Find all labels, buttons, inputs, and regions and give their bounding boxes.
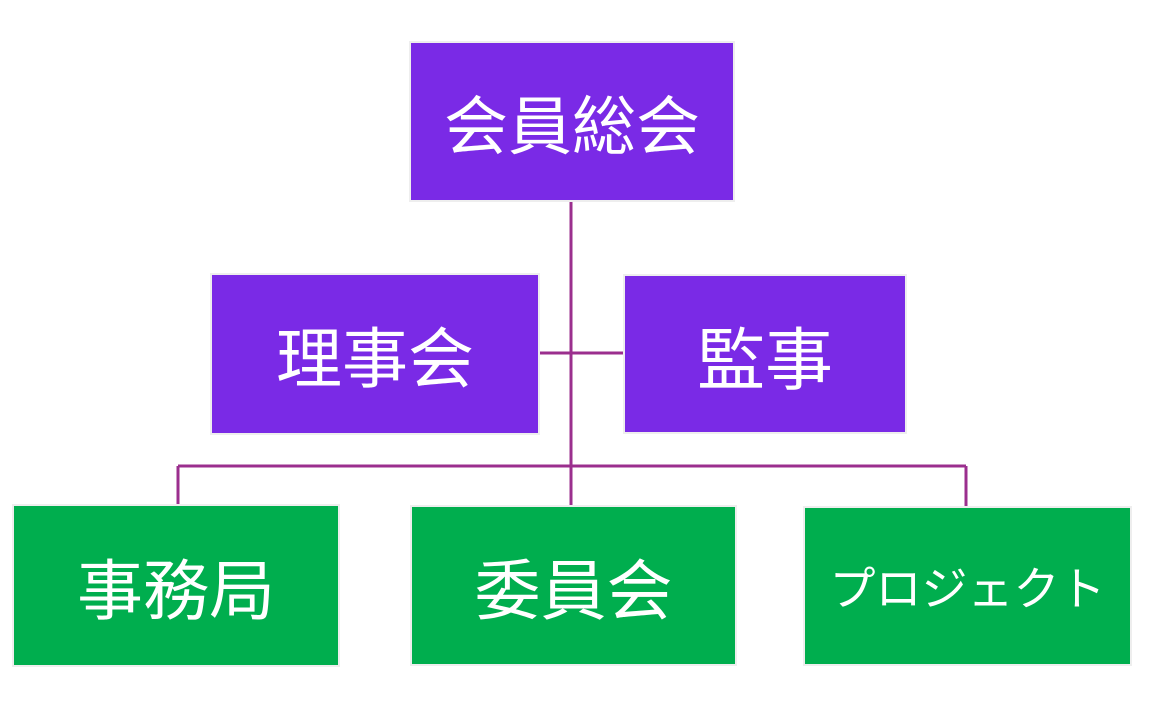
- secretariat-box: 事務局: [14, 506, 338, 665]
- board-of-directors-box: 理事会: [212, 275, 538, 433]
- auditor-box: 監事: [625, 276, 905, 432]
- project-box: プロジェクト: [805, 508, 1130, 664]
- committee-label: 委員会: [474, 552, 673, 630]
- committee-box: 委員会: [412, 507, 735, 664]
- board-of-directors-label: 理事会: [276, 321, 474, 398]
- general-assembly-label: 会員総会: [444, 90, 700, 165]
- auditor-label: 監事: [696, 321, 833, 401]
- general-assembly-box: 会員総会: [411, 43, 733, 200]
- secretariat-label: 事務局: [77, 552, 275, 630]
- project-label: プロジェクト: [829, 562, 1106, 616]
